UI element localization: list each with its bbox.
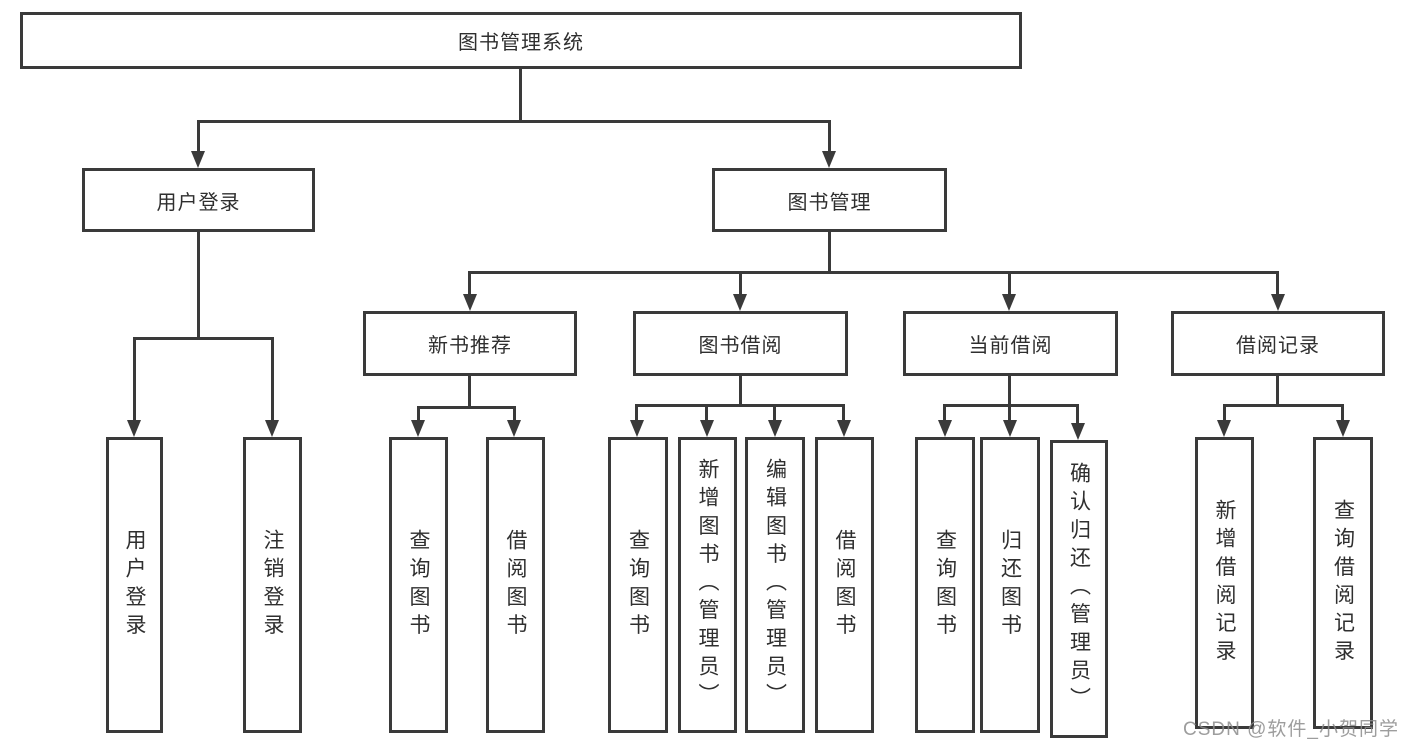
leaf-edit-book-admin: 编辑图书（管理员） (745, 437, 805, 733)
leaf-query-borrow-record-label: 查询借阅记录 (1331, 498, 1355, 668)
arrow-down-icon (1003, 420, 1017, 437)
node-book-borrow-label: 图书借阅 (698, 335, 783, 357)
node-new-book-recommend-label: 新书推荐 (428, 335, 512, 357)
node-root-label: 图书管理系统 (458, 32, 584, 54)
leaf-user-login: 用户登录 (106, 437, 163, 733)
connector-line (1008, 404, 1011, 423)
connector-line (1008, 271, 1011, 296)
connector-line (739, 271, 742, 296)
connector-line (828, 232, 831, 273)
leaf-query-books-recommend-label: 查询图书 (407, 528, 430, 642)
connector-line (271, 337, 274, 423)
leaf-add-book-admin-label: 新增图书（管理员） (696, 458, 719, 712)
connector-line (1223, 404, 1226, 423)
node-borrow-records: 借阅记录 (1171, 311, 1385, 376)
leaf-add-borrow-record: 新增借阅记录 (1195, 437, 1254, 729)
leaf-return-book-label: 归还图书 (998, 528, 1022, 642)
node-book-management: 图书管理 (712, 168, 947, 232)
leaf-logout-label: 注销登录 (261, 528, 284, 642)
node-user-login: 用户登录 (82, 168, 315, 232)
leaf-borrow-books-recommend: 借阅图书 (486, 437, 545, 733)
leaf-borrow-books-recommend-label: 借阅图书 (504, 528, 527, 642)
arrow-down-icon (1071, 423, 1085, 440)
connector-line (513, 406, 516, 423)
connector-line (1076, 404, 1079, 423)
connector-line (197, 120, 200, 154)
connector-line (635, 404, 638, 423)
node-current-borrow: 当前借阅 (903, 311, 1118, 376)
connector-line (943, 404, 946, 423)
arrow-down-icon (1217, 420, 1231, 437)
arrow-down-icon (1002, 294, 1016, 311)
connector-line (1341, 404, 1344, 423)
leaf-return-book: 归还图书 (980, 437, 1040, 733)
arrow-down-icon (938, 420, 952, 437)
connector-line (828, 120, 831, 154)
leaf-user-login-label: 用户登录 (123, 528, 146, 642)
connector-line (635, 404, 845, 407)
leaf-borrow-books: 借阅图书 (815, 437, 874, 733)
connector-line (468, 271, 1279, 274)
connector-line (468, 376, 471, 408)
leaf-logout: 注销登录 (243, 437, 302, 733)
node-book-borrow: 图书借阅 (633, 311, 848, 376)
leaf-query-books-borrow-label: 查询图书 (626, 528, 650, 642)
arrow-down-icon (191, 151, 205, 168)
leaf-query-borrow-record: 查询借阅记录 (1313, 437, 1373, 729)
leaf-borrow-books-label: 借阅图书 (833, 528, 856, 642)
watermark-text: CSDN @软件_小贺同学 (1183, 719, 1399, 740)
arrow-down-icon (411, 420, 425, 437)
connector-line (943, 404, 1079, 407)
arrow-down-icon (1271, 294, 1285, 311)
connector-line (1223, 404, 1343, 407)
connector-line (133, 337, 274, 340)
connector-line (197, 120, 831, 123)
connector-line (1008, 376, 1011, 406)
connector-line (133, 337, 136, 423)
arrow-down-icon (630, 420, 644, 437)
arrow-down-icon (265, 420, 279, 437)
leaf-query-books-borrow: 查询图书 (608, 437, 668, 733)
connector-line (705, 404, 708, 423)
connector-line (739, 376, 742, 406)
leaf-query-books-current: 查询图书 (915, 437, 975, 733)
leaf-add-borrow-record-label: 新增借阅记录 (1213, 498, 1236, 668)
arrow-down-icon (700, 420, 714, 437)
connector-line (1276, 376, 1279, 406)
arrow-down-icon (463, 294, 477, 311)
node-user-login-label: 用户登录 (156, 191, 241, 214)
arrow-down-icon (768, 420, 782, 437)
connector-line (519, 69, 522, 121)
node-book-management-label: 图书管理 (787, 191, 872, 214)
leaf-add-book-admin: 新增图书（管理员） (678, 437, 737, 733)
connector-line (1276, 271, 1279, 296)
leaf-query-books-recommend: 查询图书 (389, 437, 448, 733)
node-current-borrow-label: 当前借阅 (968, 335, 1053, 357)
arrow-down-icon (733, 294, 747, 311)
leaf-confirm-return-admin-label: 确认归还（管理员） (1067, 462, 1091, 716)
arrow-down-icon (822, 151, 836, 168)
node-borrow-records-label: 借阅记录 (1236, 335, 1320, 357)
node-root: 图书管理系统 (20, 12, 1022, 69)
connector-line (773, 404, 776, 423)
connector-line (468, 271, 471, 296)
leaf-confirm-return-admin: 确认归还（管理员） (1050, 440, 1108, 738)
arrow-down-icon (507, 420, 521, 437)
connector-line (417, 406, 420, 423)
leaf-edit-book-admin-label: 编辑图书（管理员） (763, 458, 787, 712)
node-new-book-recommend: 新书推荐 (363, 311, 577, 376)
arrow-down-icon (1336, 420, 1350, 437)
arrow-down-icon (837, 420, 851, 437)
arrow-down-icon (127, 420, 141, 437)
connector-line (842, 404, 845, 423)
connector-line (417, 406, 516, 409)
connector-line (197, 232, 200, 337)
leaf-query-books-current-label: 查询图书 (933, 528, 957, 642)
